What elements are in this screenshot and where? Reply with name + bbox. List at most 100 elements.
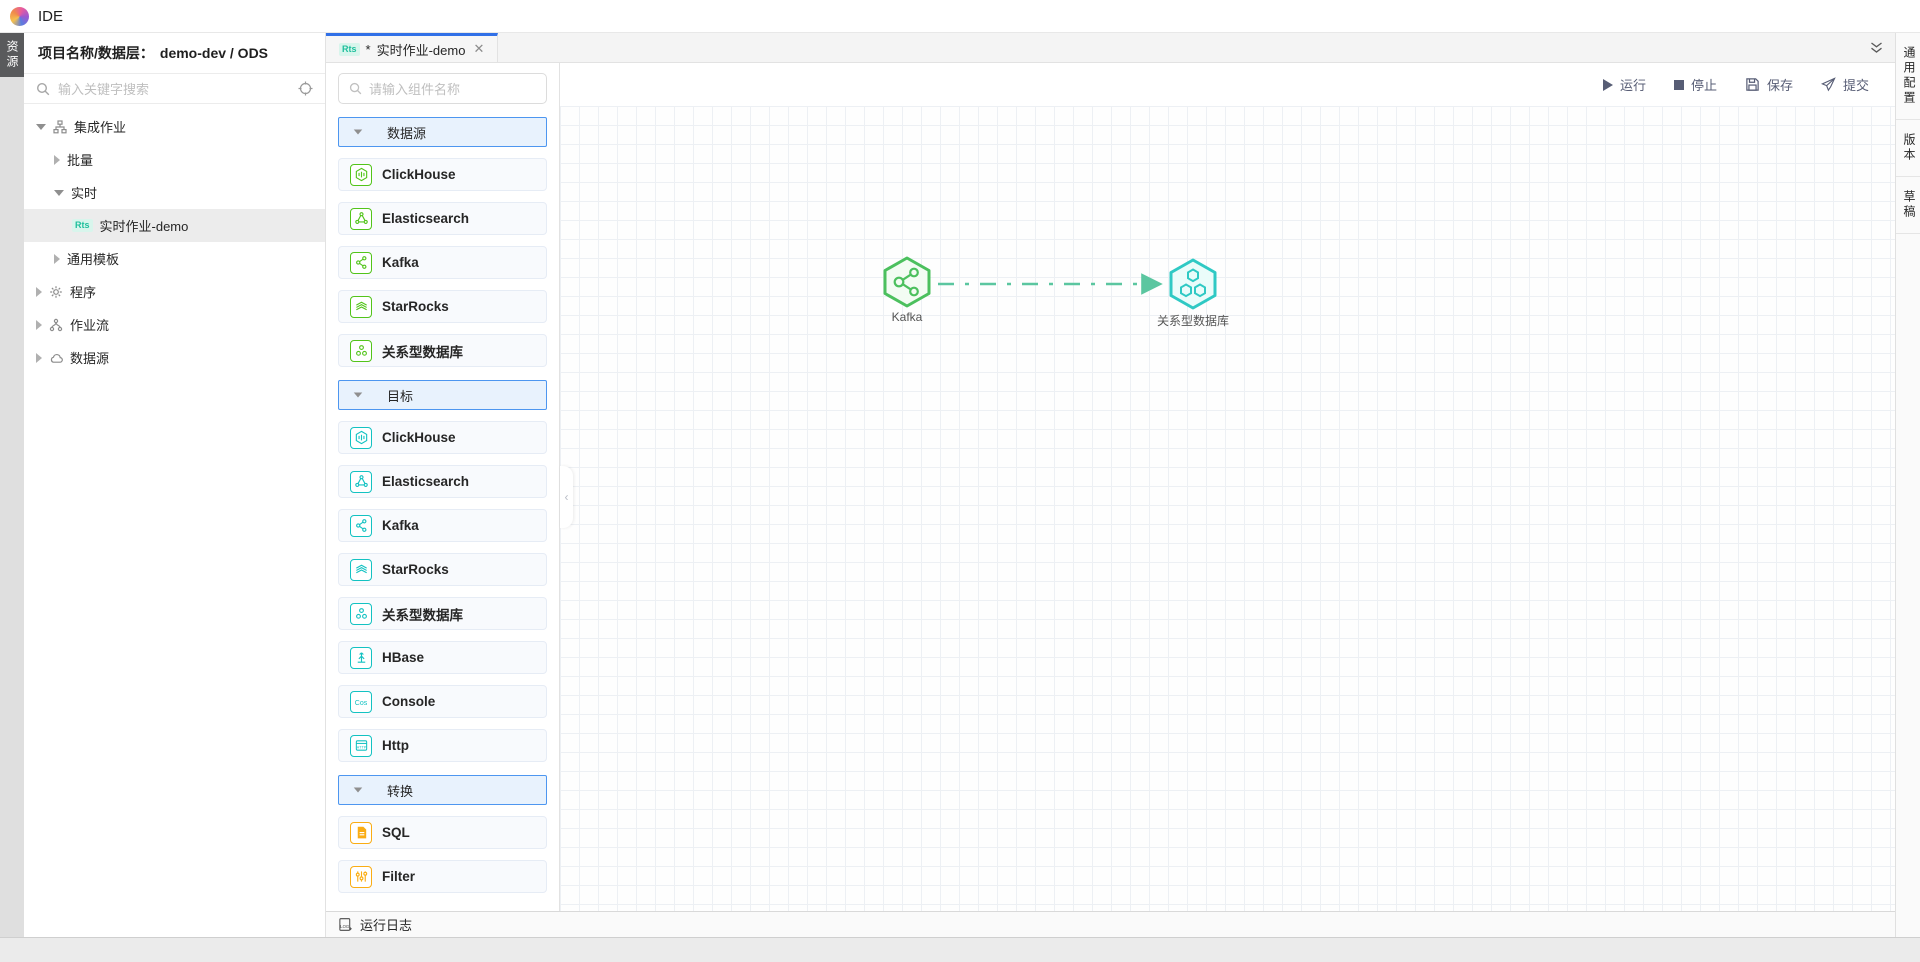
component-clickhouse-target[interactable]: ClickHouse	[338, 421, 547, 454]
project-search-input[interactable]: 输入关键字搜索	[24, 74, 325, 104]
tree-item-workflows[interactable]: 作业流	[24, 308, 325, 341]
project-tree: 集成作业 批量 实时 Rts 实时作业-demo 通用模板 程序	[24, 104, 325, 374]
relational-db-icon	[1180, 268, 1206, 298]
caret-right-icon[interactable]	[36, 286, 42, 297]
close-icon[interactable]: ✕	[473, 41, 485, 56]
tree-item-realtime[interactable]: 实时	[24, 176, 325, 209]
sitemap-icon	[53, 119, 67, 134]
component-sql-transform[interactable]: SQL	[338, 816, 547, 849]
component-relational-db-source[interactable]: 关系型数据库	[338, 334, 547, 367]
component-console-target[interactable]: Cos Console	[338, 685, 547, 718]
tree-item-label: 程序	[70, 285, 97, 300]
panel-collapse-handle[interactable]: ‹	[560, 466, 573, 528]
caret-right-icon[interactable]	[54, 154, 60, 165]
component-label: Console	[382, 694, 436, 709]
component-clickhouse-source[interactable]: ClickHouse	[338, 158, 547, 191]
dirty-indicator: *	[365, 41, 371, 57]
tab-label: 实时作业-demo	[376, 42, 466, 58]
component-starrocks-source[interactable]: StarRocks	[338, 290, 547, 323]
starrocks-icon	[350, 558, 372, 581]
rts-badge: Rts	[339, 42, 360, 56]
bottom-strip	[0, 937, 1920, 962]
component-kafka-source[interactable]: Kafka	[338, 246, 547, 279]
left-activity-strip: 资源	[0, 33, 24, 937]
tree-item-label: 集成作业	[74, 120, 127, 135]
project-panel: 项目名称/数据层： demo-dev / ODS 输入关键字搜索 集成作业 批量…	[24, 33, 326, 937]
component-starrocks-target[interactable]: StarRocks	[338, 553, 547, 586]
edge-kafka-to-rdb[interactable]	[930, 264, 1175, 304]
section-header-targets[interactable]: 目标	[338, 380, 547, 410]
save-icon	[1746, 78, 1759, 91]
tab-version[interactable]: 版本	[1896, 120, 1920, 177]
svg-text:LOG: LOG	[340, 924, 350, 929]
component-label: Kafka	[382, 518, 419, 533]
component-elasticsearch-source[interactable]: Elasticsearch	[338, 202, 547, 235]
tree-item-label: 作业流	[70, 318, 110, 333]
resource-strip-tab[interactable]: 资源	[0, 33, 24, 77]
save-button[interactable]: 保存	[1745, 75, 1793, 94]
tree-item-batch[interactable]: 批量	[24, 143, 325, 176]
caret-down-icon[interactable]	[36, 123, 46, 130]
run-button[interactable]: 运行	[1602, 75, 1646, 94]
tree-item-common-templates[interactable]: 通用模板	[24, 242, 325, 275]
caret-right-icon[interactable]	[54, 253, 60, 264]
tree-item-datasources[interactable]: 数据源	[24, 341, 325, 374]
component-search-placeholder: 请输入组件名称	[369, 82, 461, 97]
component-filter-transform[interactable]: Filter	[338, 860, 547, 893]
canvas-grid[interactable]: ‹	[560, 106, 1895, 911]
console-icon: Cos	[350, 690, 372, 713]
stop-label: 停止	[1690, 78, 1717, 93]
relational-db-icon	[350, 602, 372, 625]
locate-icon[interactable]	[298, 81, 313, 96]
tree-item-integration-jobs[interactable]: 集成作业	[24, 110, 325, 143]
app-logo-icon	[10, 6, 29, 26]
right-tab-strip: 通用配置 版本 草稿	[1895, 33, 1920, 937]
component-label: SQL	[382, 825, 410, 840]
elasticsearch-icon	[350, 207, 372, 230]
component-http-target[interactable]: HTTP Http	[338, 729, 547, 762]
project-header-label: 项目名称/数据层：	[38, 45, 154, 61]
component-search-input[interactable]: 请输入组件名称	[338, 73, 547, 104]
section-header-transforms[interactable]: 转换	[338, 775, 547, 805]
project-search-placeholder: 输入关键字搜索	[58, 82, 150, 97]
flow-canvas: 运行 停止 保存 提交 ‹	[560, 63, 1895, 911]
tree-item-label: 实时作业-demo	[99, 219, 189, 234]
component-label: StarRocks	[382, 562, 449, 577]
rdb-node-hexagon	[1169, 258, 1217, 310]
caret-down-icon	[353, 392, 363, 398]
caret-right-icon[interactable]	[36, 319, 42, 330]
tree-item-programs[interactable]: 程序	[24, 275, 325, 308]
stop-button[interactable]: 停止	[1673, 75, 1717, 94]
component-kafka-target[interactable]: Kafka	[338, 509, 547, 542]
node-label: Kafka	[891, 310, 923, 324]
component-hbase-target[interactable]: HBase	[338, 641, 547, 674]
rts-badge: Rts	[72, 219, 93, 232]
tab-realtime-job-demo[interactable]: Rts * 实时作业-demo ✕	[326, 33, 499, 62]
work-area: Rts * 实时作业-demo ✕ 请输入组件名称	[326, 33, 1895, 937]
section-title: 目标	[387, 388, 414, 404]
node-label: 关系型数据库	[1156, 314, 1229, 328]
component-label: Elasticsearch	[382, 474, 470, 489]
tree-item-label: 数据源	[70, 351, 110, 366]
component-label: Elasticsearch	[382, 211, 470, 226]
caret-down-icon[interactable]	[54, 189, 64, 196]
tree-item-label: 批量	[67, 153, 94, 168]
cloud-icon	[49, 351, 63, 365]
submit-button[interactable]: 提交	[1820, 75, 1869, 94]
stop-icon	[1673, 79, 1684, 90]
caret-right-icon[interactable]	[36, 352, 42, 363]
tree-item-realtime-job-demo[interactable]: Rts 实时作业-demo	[24, 209, 325, 242]
run-log-bar[interactable]: LOG 运行日志	[326, 911, 1895, 937]
component-relational-db-target[interactable]: 关系型数据库	[338, 597, 547, 630]
gear-icon	[49, 285, 63, 299]
search-icon	[349, 82, 362, 95]
tab-draft[interactable]: 草稿	[1896, 177, 1920, 234]
submit-label: 提交	[1842, 78, 1869, 93]
node-kafka[interactable]: Kafka	[847, 256, 967, 324]
section-header-sources[interactable]: 数据源	[338, 117, 547, 147]
component-elasticsearch-target[interactable]: Elasticsearch	[338, 465, 547, 498]
kafka-node-hexagon	[883, 256, 931, 308]
tab-general-config[interactable]: 通用配置	[1896, 33, 1920, 120]
node-relational-db[interactable]: 关系型数据库	[1133, 258, 1253, 329]
double-chevron-down-icon[interactable]	[1870, 41, 1883, 54]
